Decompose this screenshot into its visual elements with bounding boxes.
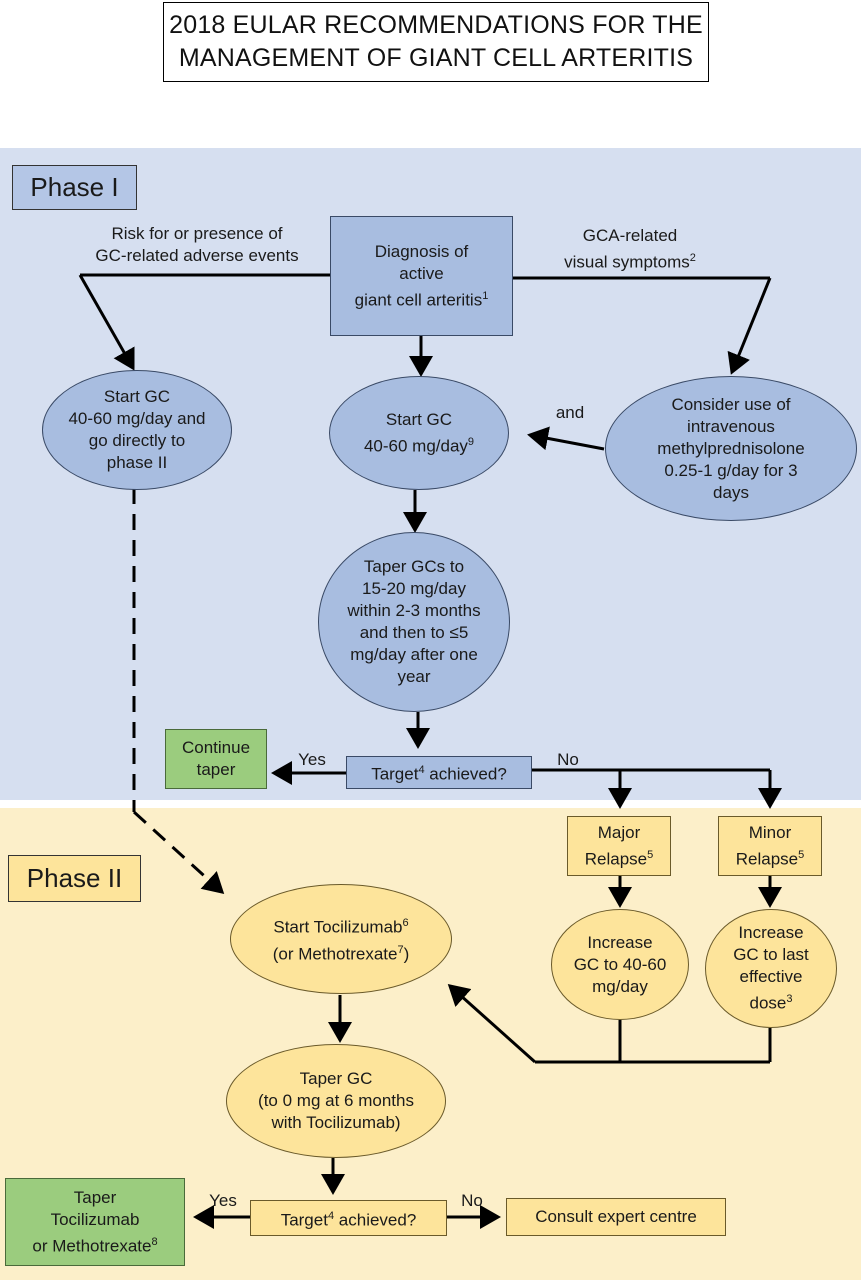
arrow-to-iv-methyl <box>727 277 772 375</box>
dashed-arrow-to-toci <box>132 810 225 895</box>
consult-expert-box: Consult expert centre <box>506 1198 726 1236</box>
start-tocilizumab-oval: Start Tocilizumab6(or Methotrexate7) <box>230 884 452 994</box>
yes-label-2: Yes <box>209 1191 237 1210</box>
yes-label-1: Yes <box>298 750 326 769</box>
target-achieved-box-2: Target4 achieved? <box>250 1200 447 1236</box>
title-box: 2018 EULAR RECOMMENDATIONS FOR THE MANAG… <box>163 2 709 82</box>
arrow-iv-to-start-gc <box>527 426 605 451</box>
phase2-label: Phase II <box>8 855 141 902</box>
no-label-1: No <box>557 750 579 769</box>
page-title: 2018 EULAR RECOMMENDATIONS FOR THE MANAG… <box>169 11 703 72</box>
target-achieved-box-1: Target4 achieved? <box>346 756 532 789</box>
no-label-2: No <box>461 1191 483 1210</box>
arrow-to-start-gc-left <box>78 274 135 371</box>
and-label: and <box>555 403 585 422</box>
arrow-to-start-toci <box>447 984 536 1064</box>
phase1-label: Phase I <box>12 165 137 210</box>
